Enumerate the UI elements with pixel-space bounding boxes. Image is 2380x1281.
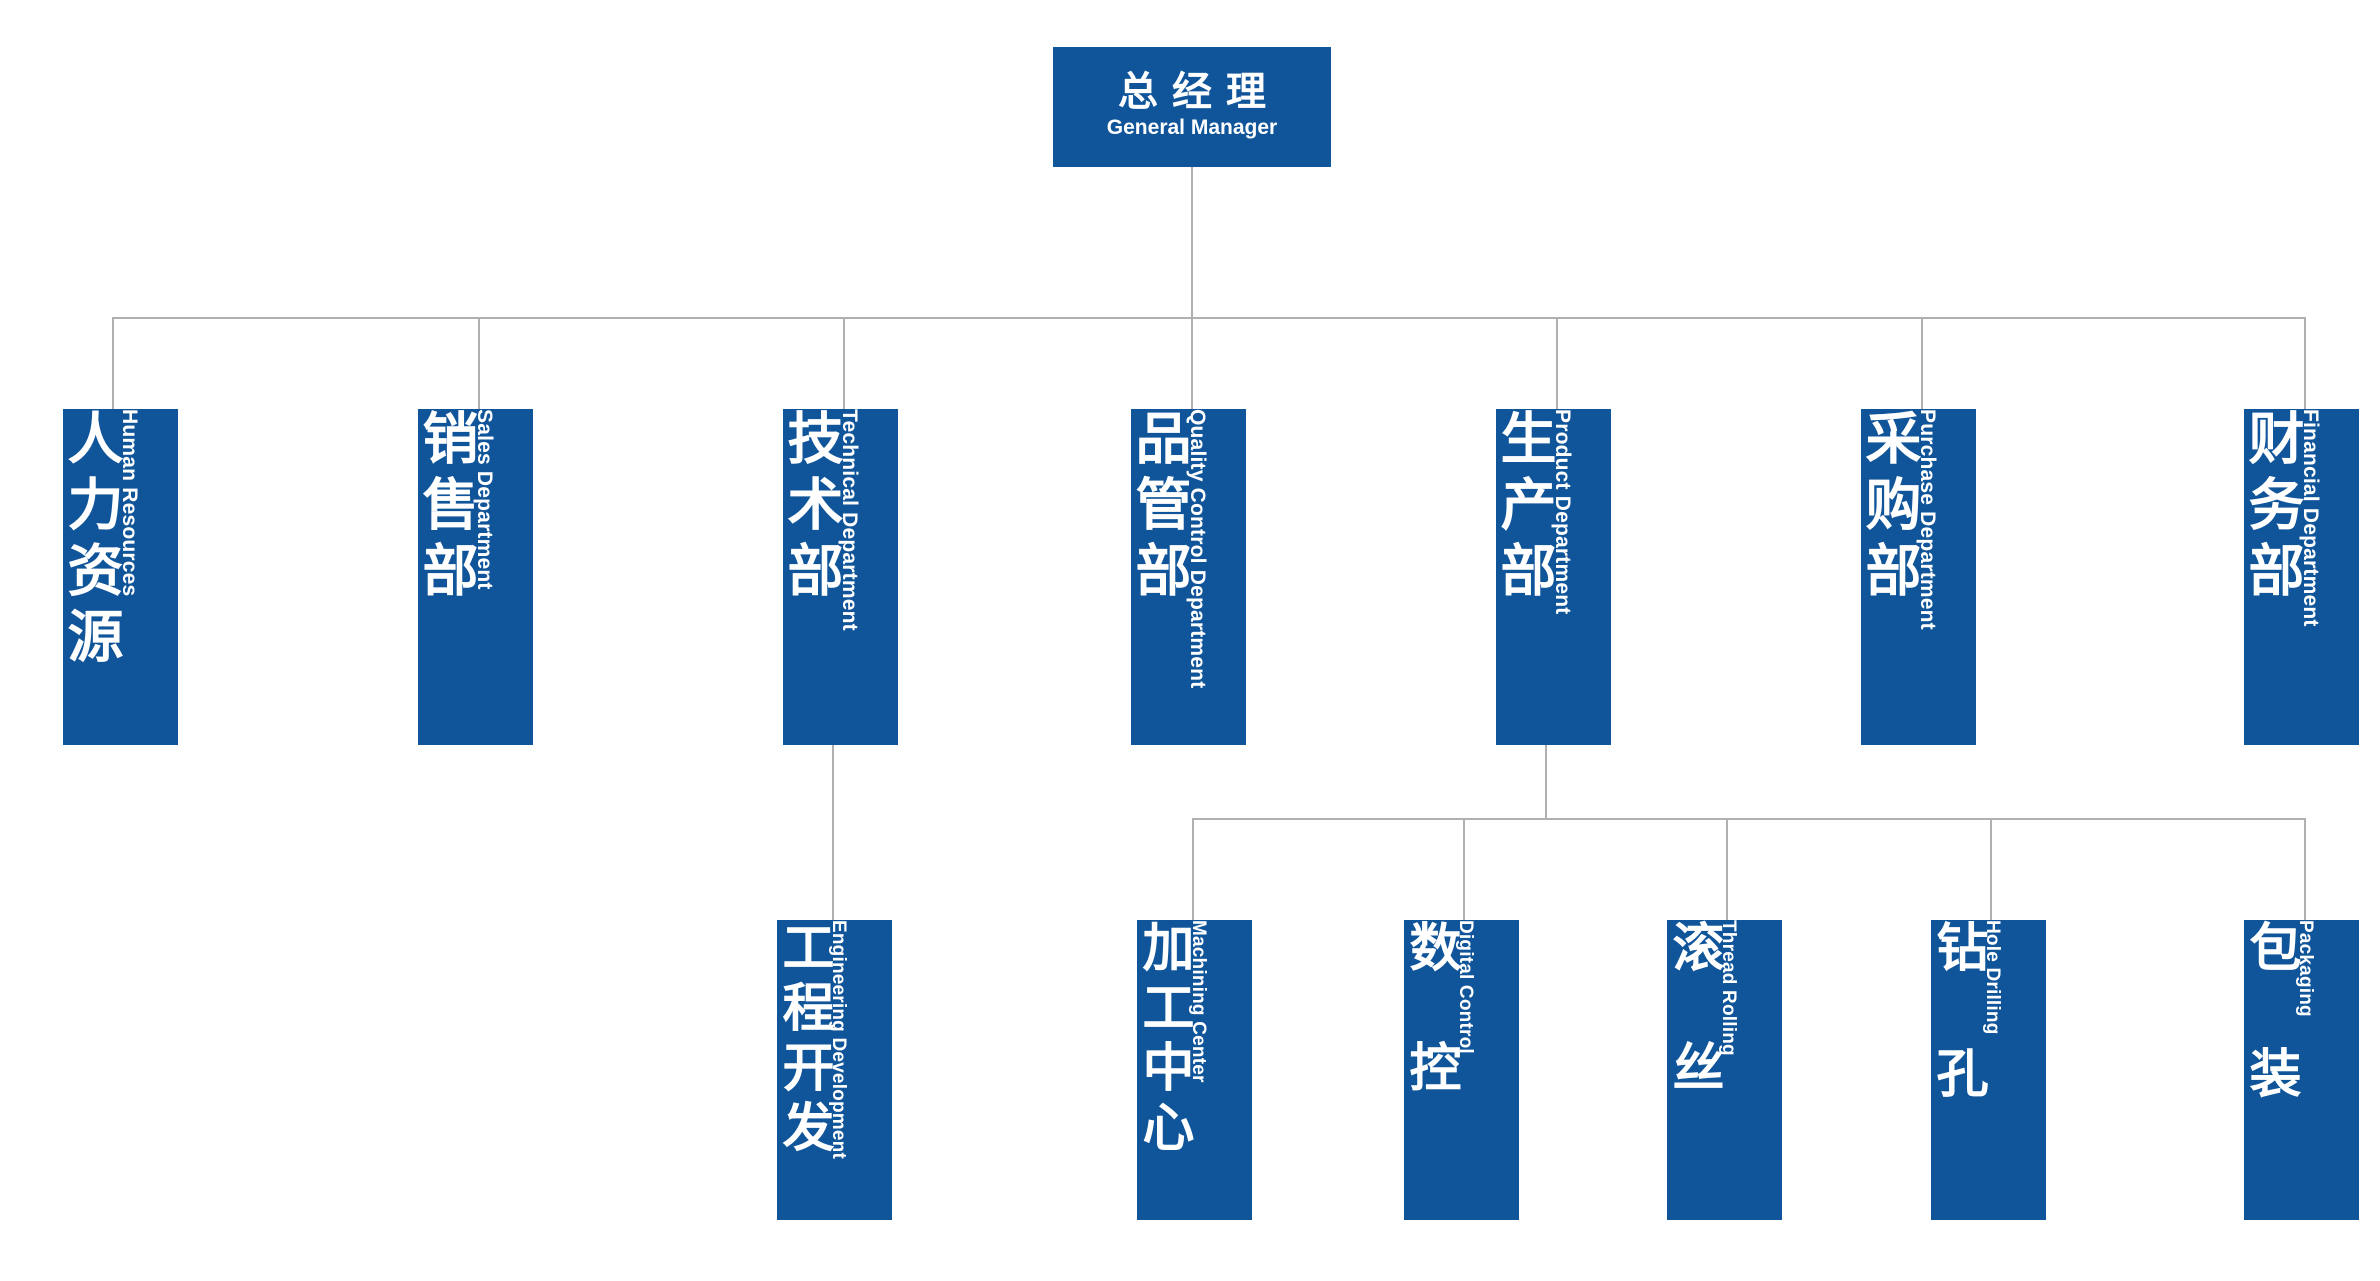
node-title-cn: 总经理 [1118, 70, 1280, 115]
node-sales-department[interactable]: 销售部 Sales Department [418, 409, 533, 745]
connector-product-stem [1545, 745, 1547, 819]
node-title-cn: 品管部 [1131, 409, 1191, 607]
node-machining-center[interactable]: 加工中心 Machining Center [1137, 920, 1252, 1220]
node-title-cn: 采购部 [1861, 409, 1921, 607]
connector-drop-human-resources [112, 317, 114, 410]
node-title-cn: 销售部 [418, 409, 478, 607]
node-title-cn: 工程开发 [777, 920, 832, 1160]
connector-root-stem [1191, 167, 1193, 318]
node-title-en: Technical Department [838, 409, 861, 631]
node-title-cn: 滚丝 [1667, 920, 1722, 1160]
connector-drop-product [1556, 317, 1558, 410]
node-purchase-department[interactable]: 采购部 Purchase Department [1861, 409, 1976, 745]
node-title-cn: 财务部 [2244, 409, 2304, 607]
node-title-cn: 人力资源 [63, 409, 123, 673]
node-title-en: Hole Drilling [1982, 920, 2003, 1035]
connector-drop-purchase [1921, 317, 1923, 410]
node-title-en: Digital Control [1455, 920, 1476, 1054]
node-title-en: Sales Department [473, 409, 496, 590]
node-title-cn: 技术部 [783, 409, 843, 607]
node-title-cn: 钻孔 [1931, 920, 1986, 1172]
node-title-cn: 生产部 [1496, 409, 1556, 607]
node-human-resources[interactable]: 人力资源 Human Resources [63, 409, 178, 745]
connector-drop-thread-rolling [1726, 818, 1728, 920]
connector-drop-sales [478, 317, 480, 410]
node-financial-department[interactable]: 财务部 Financial Department [2244, 409, 2359, 745]
node-technical-department[interactable]: 技术部 Technical Department [783, 409, 898, 745]
node-title-en: General Manager [1106, 115, 1278, 139]
connector-main-bus [112, 317, 2306, 319]
node-title-en: Engineering Development [828, 920, 849, 1159]
node-title-en: Packaging [2295, 920, 2316, 1017]
connector-drop-machining-center [1192, 818, 1194, 920]
node-title-en: Machining Center [1188, 920, 1209, 1083]
node-title-en: Financial Department [2299, 409, 2322, 627]
connector-drop-hole-drilling [1990, 818, 1992, 920]
node-title-en: Quality Control Department [1186, 409, 1209, 689]
node-thread-rolling[interactable]: 滚丝 Thread Rolling [1667, 920, 1782, 1220]
connector-drop-financial [2304, 317, 2306, 410]
node-title-en: Thread Rolling [1718, 920, 1739, 1056]
node-general-manager[interactable]: 总经理 General Manager [1053, 47, 1331, 167]
node-hole-drilling[interactable]: 钻孔 Hole Drilling [1931, 920, 2046, 1220]
node-title-cn: 加工中心 [1137, 920, 1192, 1160]
connector-product-bus [1192, 818, 2305, 820]
node-title-en: Product Department [1551, 409, 1574, 615]
node-engineering-development[interactable]: 工程开发 Engineering Development [777, 920, 892, 1220]
node-product-department[interactable]: 生产部 Product Department [1496, 409, 1611, 745]
connector-drop-technical [843, 317, 845, 410]
node-title-en: Purchase Department [1916, 409, 1939, 630]
connector-drop-packaging [2304, 818, 2306, 920]
node-digital-control[interactable]: 数控 Digital Control [1404, 920, 1519, 1220]
node-title-cn: 包装 [2244, 920, 2299, 1172]
connector-drop-digital-control [1463, 818, 1465, 920]
connector-drop-quality-control [1191, 317, 1193, 410]
node-title-cn: 数控 [1404, 920, 1459, 1160]
connector-technical-to-engineering [832, 745, 834, 920]
node-title-en: Human Resources [118, 409, 141, 597]
node-quality-control-department[interactable]: 品管部 Quality Control Department [1131, 409, 1246, 745]
node-packaging[interactable]: 包装 Packaging [2244, 920, 2359, 1220]
